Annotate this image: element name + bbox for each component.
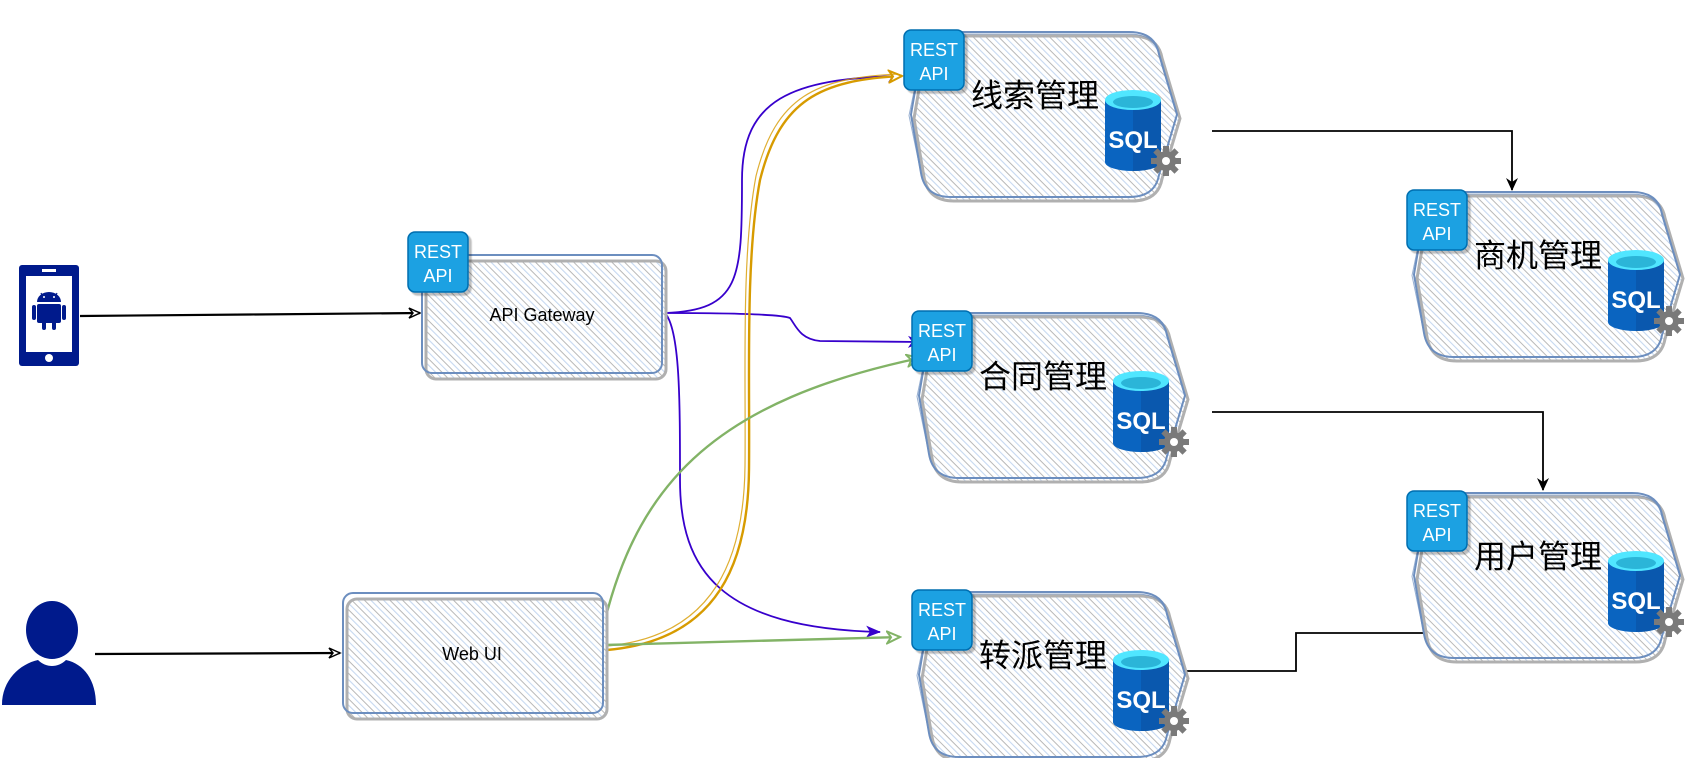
web-ui[interactable]: Web UI [342,592,609,721]
api-gateway[interactable]: API Gateway REST API [407,231,668,381]
svg-text:SQL: SQL [1611,588,1660,615]
edge-webui-to-leads[interactable] [606,76,902,652]
gear-icon [1654,306,1684,336]
service-leads[interactable]: 线索管理 REST API SQL [903,29,1182,203]
svg-text:SQL: SQL [1611,287,1660,314]
svg-text:REST: REST [918,600,966,620]
edge-leads-to-opportunity[interactable] [1212,130,1518,191]
edge-user-to-webui[interactable] [94,647,342,659]
sql-database-icon: SQL [1113,371,1189,457]
gear-icon [1151,146,1181,176]
edge-webui-to-dispatch[interactable] [604,637,900,647]
svg-text:API: API [927,624,956,644]
svg-text:REST: REST [1413,200,1461,220]
edge-webui-to-contract[interactable] [603,358,920,621]
services: 线索管理 REST API SQL 商机管理 REST API SQL 合同管理 REST API S… [903,29,1685,758]
svg-text:API: API [919,64,948,84]
user-icon [2,601,96,705]
sql-database-icon: SQL [1608,250,1684,336]
edge-contract-to-user[interactable] [1212,411,1549,491]
edge-dispatch-to-user[interactable] [1170,627,1441,672]
service-contract[interactable]: 合同管理 REST API SQL [911,310,1190,484]
gear-icon [1159,427,1189,457]
rest-api-badge: REST API [407,231,469,293]
edge-android-to-gateway[interactable] [79,307,422,319]
service-label: 合同管理 [979,358,1107,396]
svg-text:SQL: SQL [1116,408,1165,435]
svg-text:API: API [1422,224,1451,244]
service-dispatch[interactable]: 转派管理 REST API SQL [911,589,1190,758]
rest-api-badge: REST API [1406,189,1468,251]
gear-icon [1654,607,1684,637]
edges [79,70,1549,672]
service-opportunity[interactable]: 商机管理 REST API SQL [1406,189,1685,363]
web-ui-label: Web UI [442,644,502,664]
sql-database-icon: SQL [1113,650,1189,736]
service-label: 商机管理 [1474,237,1602,275]
edge-gateway-to-dispatch[interactable] [664,312,881,638]
android-client[interactable] [19,265,79,366]
gear-icon [1159,706,1189,736]
edge-gateway-to-leads[interactable] [664,70,903,314]
api-gateway-label: API Gateway [489,305,594,325]
svg-text:REST: REST [1413,501,1461,521]
sql-database-icon: SQL [1105,90,1181,176]
svg-text:REST: REST [414,242,462,262]
rest-api-badge: REST API [1406,490,1468,552]
rest-api-badge: REST API [903,29,965,91]
svg-text:API: API [927,345,956,365]
android-phone-icon [19,265,79,366]
sql-database-icon: SQL [1608,551,1684,637]
svg-text:REST: REST [910,40,958,60]
edge-gateway-to-contract[interactable] [664,312,923,348]
svg-text:API: API [1422,525,1451,545]
rest-api-badge: REST API [911,589,973,651]
svg-text:API: API [423,266,452,286]
service-label: 用户管理 [1474,538,1602,576]
service-label: 线索管理 [971,77,1099,115]
service-user[interactable]: 用户管理 REST API SQL [1406,490,1685,664]
svg-text:SQL: SQL [1116,687,1165,714]
svg-text:REST: REST [918,321,966,341]
web-user[interactable] [2,601,96,705]
service-label: 转派管理 [979,637,1107,675]
svg-text:SQL: SQL [1108,127,1157,154]
rest-api-badge: REST API [911,310,973,372]
